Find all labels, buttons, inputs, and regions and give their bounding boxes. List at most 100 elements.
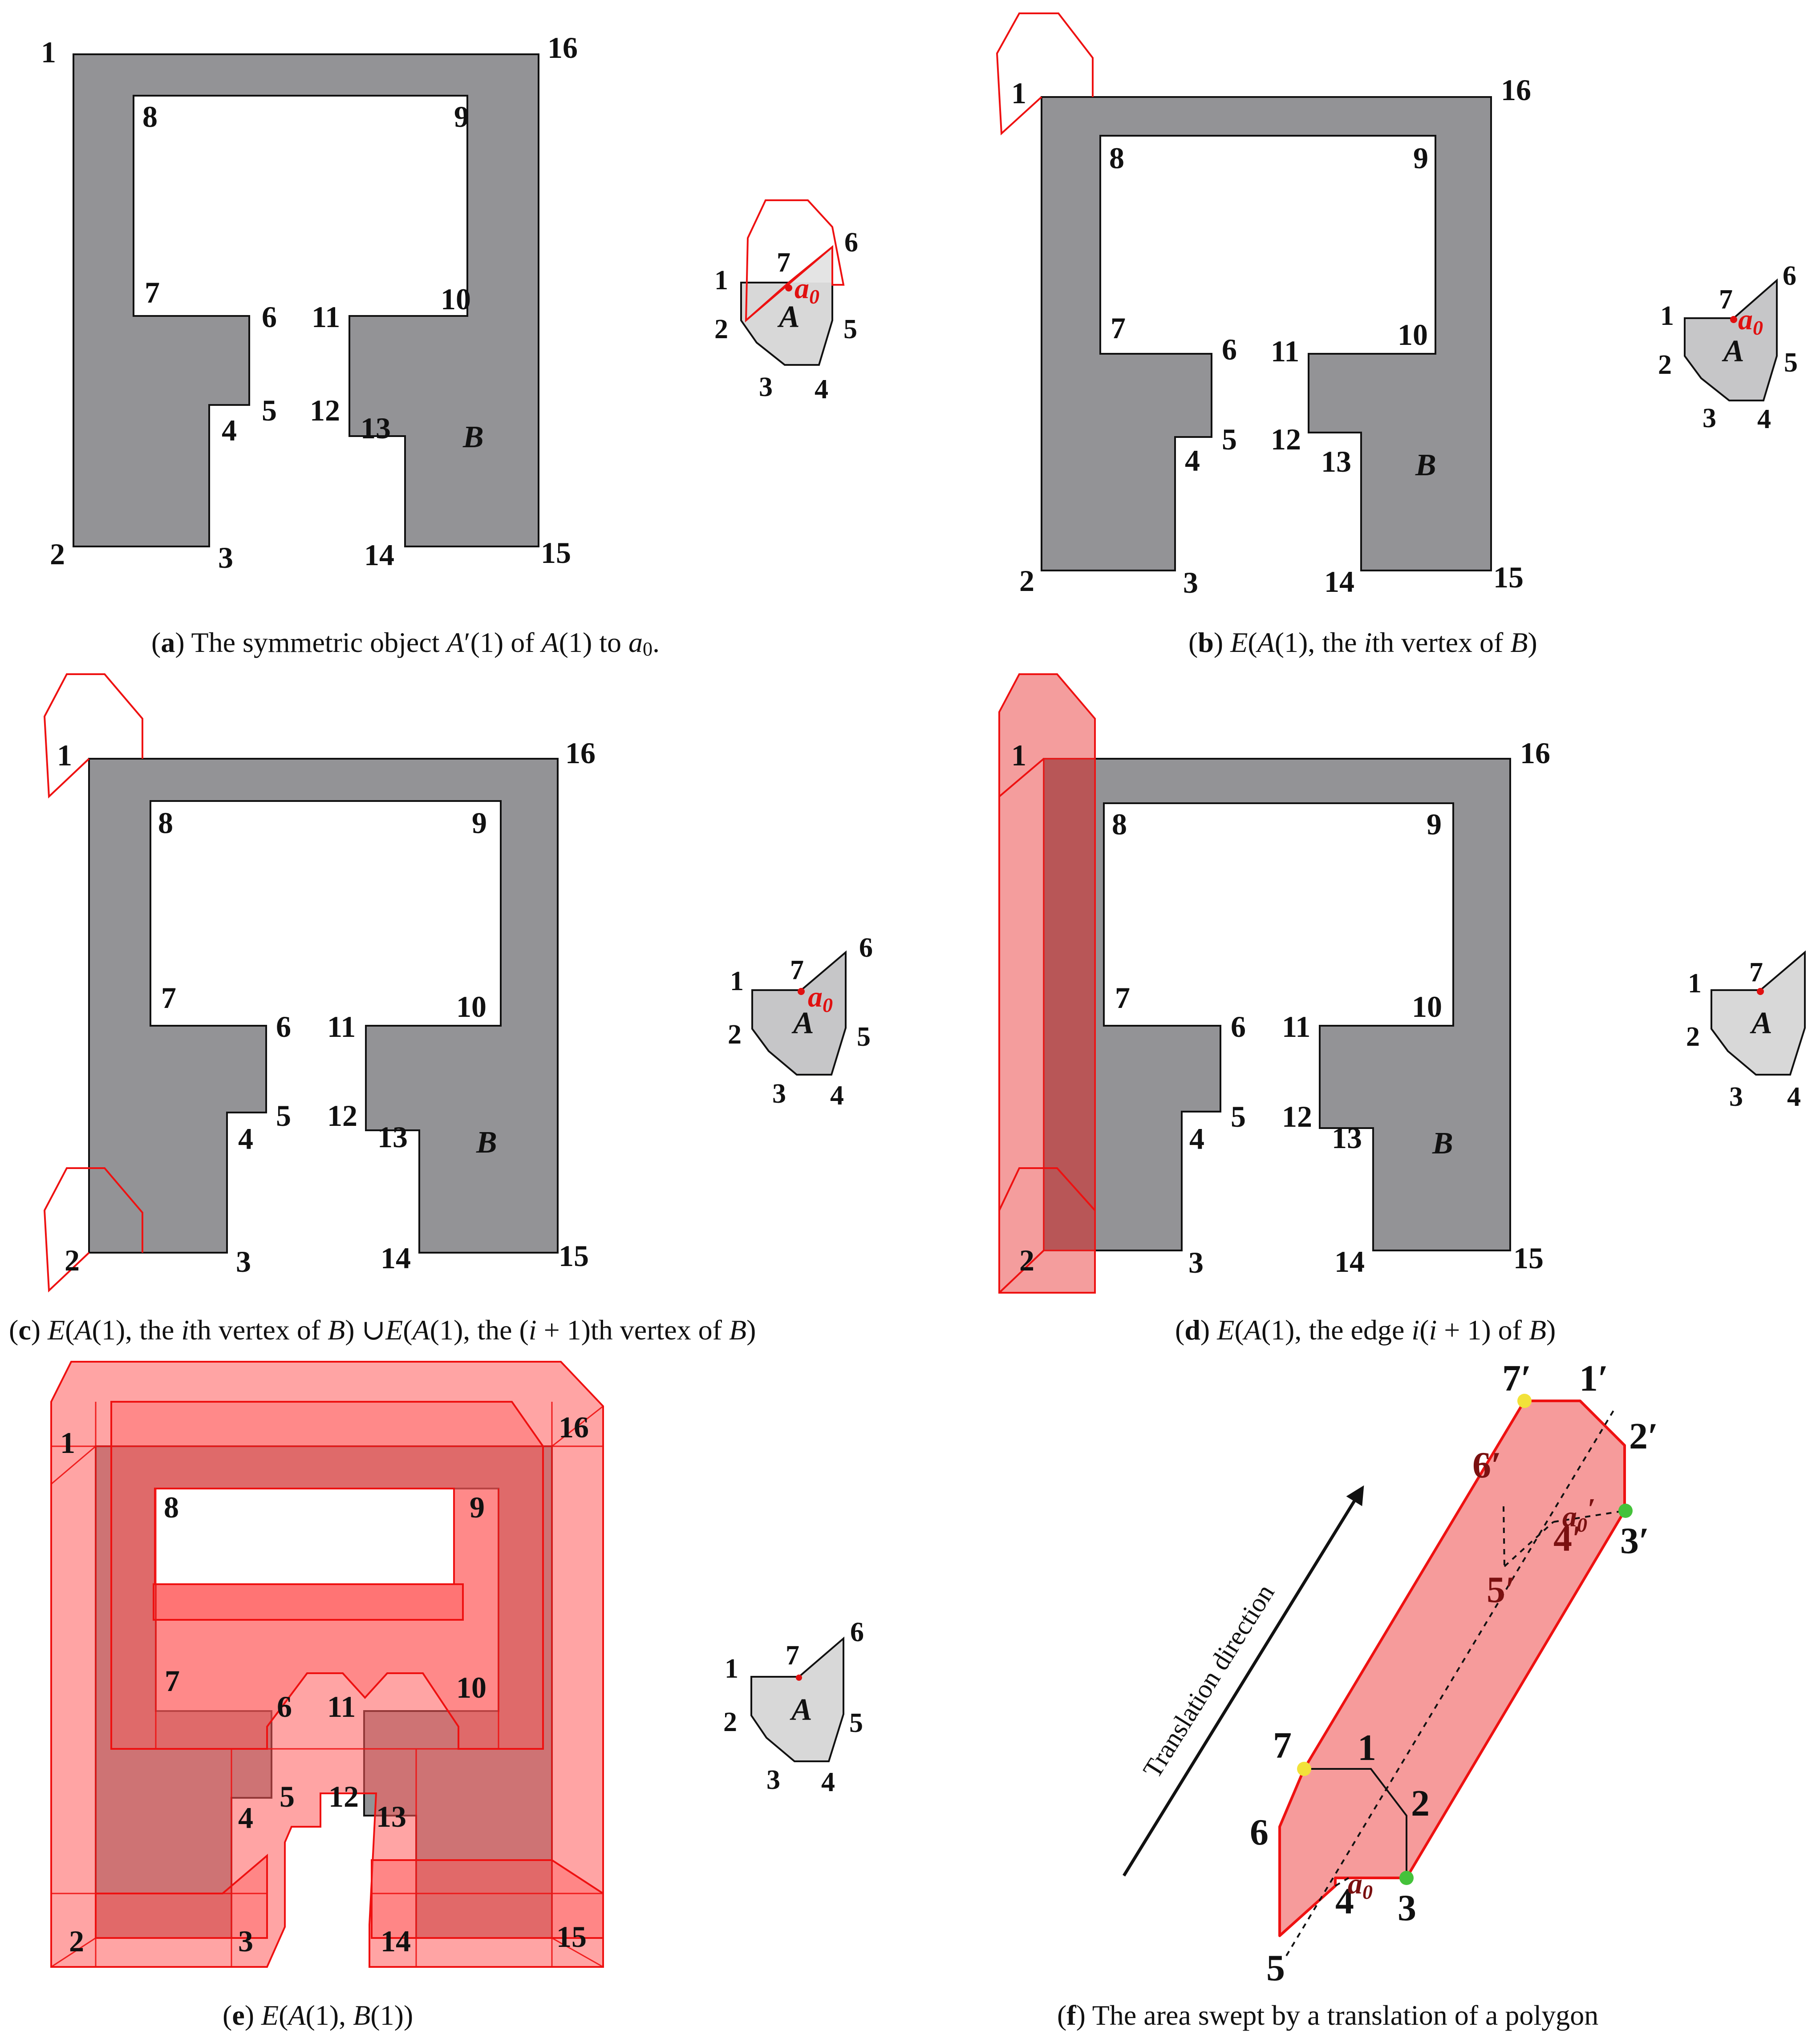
vertex-label: 1 <box>41 35 56 69</box>
svg-text:12: 12 <box>327 1099 357 1133</box>
vertex-label: 15 <box>541 536 571 570</box>
obstacle-b <box>73 53 539 547</box>
svg-text:2′: 2′ <box>1629 1416 1658 1457</box>
svg-text:4: 4 <box>815 374 828 405</box>
svg-text:3: 3 <box>772 1079 786 1109</box>
svg-text:11: 11 <box>327 1010 356 1044</box>
vertex-label: 6 <box>262 300 277 334</box>
vertex-label: 12 <box>310 393 340 427</box>
svg-text:5: 5 <box>857 1022 871 1052</box>
svg-text:6: 6 <box>1783 261 1796 291</box>
svg-text:14: 14 <box>381 1924 411 1958</box>
svg-text:9: 9 <box>472 806 487 840</box>
svg-text:1: 1 <box>1011 76 1026 110</box>
vertex-label: 5 <box>262 393 277 427</box>
svg-text:1: 1 <box>1660 301 1674 331</box>
svg-text:11: 11 <box>327 1690 356 1723</box>
svg-text:B: B <box>476 1125 497 1160</box>
svg-text:5: 5 <box>1222 422 1237 456</box>
polygon-a <box>751 950 847 1076</box>
vertex-labels-b: 1 2 3 4 5 6 7 8 9 10 11 12 13 14 15 16 <box>1011 73 1531 599</box>
svg-text:1: 1 <box>714 265 728 295</box>
polygon-a <box>750 1636 844 1762</box>
svg-text:10: 10 <box>1412 990 1442 1024</box>
vertex-label: 4 <box>222 413 237 447</box>
svg-text:4: 4 <box>821 1767 835 1797</box>
vertex-labels-b: 1 2 3 4 5 6 7 8 9 10 11 12 13 14 15 16 <box>1011 736 1550 1279</box>
svg-text:4: 4 <box>1757 404 1771 434</box>
ref-point-a0 <box>785 284 792 291</box>
svg-text:A: A <box>791 1006 814 1040</box>
svg-text:7′: 7′ <box>1502 1358 1532 1399</box>
svg-text:7: 7 <box>786 1640 799 1671</box>
svg-text:3: 3 <box>236 1245 251 1278</box>
svg-text:9: 9 <box>1413 141 1428 175</box>
svg-text:7: 7 <box>777 247 790 278</box>
svg-text:3: 3 <box>1183 566 1198 599</box>
svg-text:13: 13 <box>1332 1121 1362 1155</box>
svg-text:11: 11 <box>1271 334 1299 368</box>
caption-d: (d) E(A(1), the edge i(i + 1) of B) <box>1175 1314 1556 1346</box>
marker-7-prime <box>1517 1394 1532 1408</box>
ref-label-a0: a0 <box>794 272 819 308</box>
svg-text:7: 7 <box>165 1664 180 1698</box>
vertex-label: 3 <box>218 541 233 574</box>
svg-text:16: 16 <box>1501 73 1531 107</box>
object-b-label: B <box>462 420 484 454</box>
svg-text:B: B <box>1432 1126 1453 1161</box>
vertex-labels-a: 1 2 3 4 5 6 7 <box>728 933 873 1111</box>
svg-text:6: 6 <box>1231 1010 1246 1044</box>
svg-text:3: 3 <box>1729 1082 1743 1112</box>
vertex-label: 11 <box>312 300 340 334</box>
svg-text:1: 1 <box>1688 968 1702 999</box>
svg-text:a0: a0 <box>1738 303 1763 339</box>
svg-text:6: 6 <box>277 1690 292 1723</box>
svg-text:5: 5 <box>280 1780 295 1813</box>
vertex-labels-a: 1 2 3 4 7 <box>1686 957 1801 1112</box>
svg-text:4: 4 <box>1787 1082 1801 1112</box>
marker-3-prime <box>1618 1504 1633 1518</box>
svg-text:7: 7 <box>1111 311 1126 345</box>
vertex-label: 16 <box>547 31 578 65</box>
svg-text:3: 3 <box>1398 1887 1416 1929</box>
svg-text:4′: 4′ <box>1553 1518 1583 1559</box>
svg-text:4: 4 <box>238 1801 253 1835</box>
svg-text:6: 6 <box>859 933 873 963</box>
vertex-labels-a: 1 2 3 4 5 6 7 <box>723 1617 864 1797</box>
svg-text:13: 13 <box>376 1800 406 1833</box>
svg-text:6′: 6′ <box>1472 1444 1502 1486</box>
svg-text:7: 7 <box>1273 1725 1292 1766</box>
vertex-labels-a: 1 2 3 4 5 6 7 <box>714 227 858 405</box>
svg-text:3: 3 <box>238 1924 253 1958</box>
svg-text:8: 8 <box>164 1490 179 1524</box>
vertex-label: 14 <box>364 538 394 572</box>
svg-text:11: 11 <box>1282 1010 1310 1044</box>
svg-text:4: 4 <box>1189 1122 1204 1156</box>
svg-text:15: 15 <box>556 1920 587 1954</box>
svg-text:2: 2 <box>1019 1243 1034 1277</box>
svg-text:5: 5 <box>843 314 857 344</box>
caption-e: (e) E(A(1), B(1)) <box>223 1999 413 2031</box>
ref-label-a0: a0 <box>1348 1868 1373 1903</box>
svg-text:a0: a0 <box>808 981 833 1016</box>
vertex-label: 8 <box>142 100 158 134</box>
svg-text:4: 4 <box>238 1122 253 1156</box>
vertex-label: 13 <box>361 411 391 445</box>
svg-text:6: 6 <box>1250 1812 1269 1853</box>
svg-text:3: 3 <box>1188 1246 1204 1279</box>
vertex-label: 10 <box>441 282 471 316</box>
panel-c: 1 2 3 4 5 6 7 8 9 10 11 12 13 14 15 16 B… <box>9 673 873 1346</box>
svg-text:7: 7 <box>1749 957 1763 987</box>
svg-text:5: 5 <box>849 1708 863 1738</box>
svg-text:1: 1 <box>725 1654 738 1684</box>
polygon-a <box>1711 950 1806 1076</box>
svg-text:16: 16 <box>559 1410 589 1444</box>
svg-text:3: 3 <box>1702 403 1716 433</box>
vertex-label: 2 <box>50 537 65 571</box>
svg-text:2: 2 <box>1658 350 1672 380</box>
vertex-labels-b: 1 2 3 4 5 6 7 8 9 10 11 12 13 14 15 16 <box>41 31 578 574</box>
svg-text:10: 10 <box>1398 318 1428 352</box>
svg-text:A: A <box>1750 1006 1772 1040</box>
svg-text:2: 2 <box>1019 564 1034 598</box>
svg-text:4: 4 <box>1335 1881 1354 1922</box>
